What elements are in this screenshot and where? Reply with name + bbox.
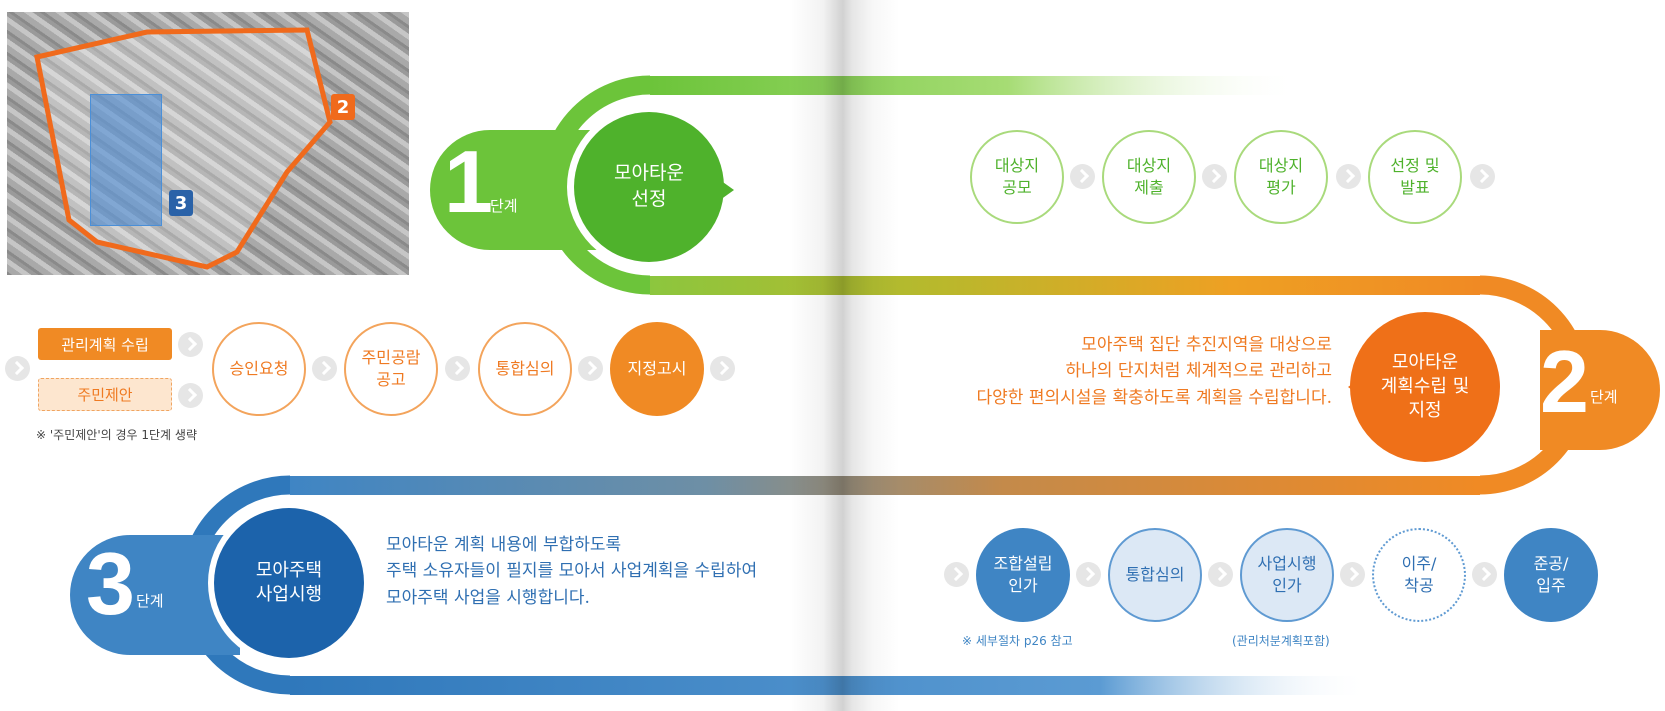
chevron-right-icon (178, 332, 203, 357)
chevron-right-icon (1470, 164, 1495, 189)
stage3-description: 모아타운 계획 내용에 부합하도록 주택 소유자들이 필지를 모아서 사업계획을… (386, 532, 846, 611)
stage2-step-line1: 주민공람 (361, 348, 421, 368)
stage3-step-circle: 통합심의 (1108, 528, 1202, 622)
stage2-step-circle-final: 지정고시 (610, 322, 704, 416)
stage1-step-line1: 대상지 (1126, 156, 1172, 176)
stage1-pill (430, 130, 600, 250)
chevron-right-icon (1076, 562, 1101, 587)
stage2-step-circle: 승인요청 (212, 322, 306, 416)
stage2-description-line: 다양한 편의시설을 확충하도록 계획을 수립합니다. (976, 387, 1332, 408)
stage3-step-line2: 입주 (1536, 576, 1566, 595)
chevron-right-icon (445, 356, 470, 381)
stage2-step-line2: 공고 (376, 370, 406, 389)
stage2-title-line2: 계획수립 및 (1380, 375, 1470, 397)
stage1-step-line2: 평가 (1266, 178, 1296, 197)
stage3-pill (70, 535, 240, 655)
stage3-step-circle: 준공/입주 (1504, 528, 1598, 622)
stage3-step-line1: 준공/ (1533, 554, 1569, 574)
highlight-zone (90, 94, 162, 226)
site-aerial-map: 2 3 (7, 12, 409, 275)
stage2-note: ※ '주민제안'의 경우 1단계 생략 (36, 428, 197, 442)
stage3-unit: 단계 (136, 592, 164, 610)
stage3-title-line2: 사업시행 (255, 584, 323, 605)
chevron-right-icon (1070, 164, 1095, 189)
stage3-description-line: 모아주택 사업을 시행합니다. (386, 587, 590, 608)
stage1-title-circle: 모아타운 선정 (574, 112, 724, 262)
stage1-title-line1: 모아타운 (614, 162, 684, 185)
stage3-step-line2: 착공 (1404, 576, 1434, 595)
stage3-number: 3 (86, 534, 135, 633)
site-boundary-outline (34, 27, 333, 270)
stage1-step-line2: 공모 (1002, 178, 1032, 197)
stage3-note-right: (관리처분계획포함) (1232, 634, 1330, 648)
stage3-step-circle: 이주/착공 (1372, 528, 1466, 622)
stage2-description-line: 하나의 단지처럼 체계적으로 관리하고 (1065, 361, 1332, 382)
stage2-step-line1: 승인요청 (229, 359, 289, 379)
chevron-right-icon (1208, 562, 1233, 587)
chevron-right-icon (1202, 164, 1227, 189)
chevron-right-icon (178, 383, 203, 408)
map-badge-3: 3 (169, 190, 193, 216)
stage3-title-line1: 모아주택 (255, 559, 323, 581)
stage3-band (290, 676, 1370, 695)
stage3-step-line1: 이주/ (1401, 554, 1437, 574)
stage2-step-line1: 통합심의 (495, 359, 555, 379)
stage3-step-line1: 통합심의 (1125, 565, 1185, 585)
stage1-step-line1: 대상지 (1258, 156, 1304, 176)
stage2-title-circle: 모아타운 계획수립 및 지정 (1350, 312, 1500, 462)
stage1-unit: 단계 (490, 197, 518, 215)
stage3-step-line2: 인가 (1008, 576, 1038, 595)
chevron-right-icon (944, 562, 969, 587)
stage3-description-line: 모아타운 계획 내용에 부합하도록 (386, 535, 622, 555)
chevron-right-icon (1336, 164, 1361, 189)
chevron-right-icon (578, 356, 603, 381)
stage3-note-left: ※ 세부절차 p26 참고 (962, 634, 1073, 648)
stage3-step-line2: 인가 (1272, 576, 1302, 595)
map-badge-2: 2 (331, 94, 355, 120)
stage2-title-line1: 모아타운 (1391, 351, 1459, 373)
stage2-unit: 단계 (1590, 388, 1618, 406)
chevron-right-icon (710, 356, 735, 381)
stage3-step-line1: 조합설립 (993, 554, 1053, 574)
chevron-right-icon (1472, 562, 1497, 587)
stage2-pill (1540, 330, 1660, 450)
chevron-right-icon (1340, 562, 1365, 587)
stage3-step-line1: 사업시행 (1257, 554, 1317, 574)
option-resident-proposal: 주민제안 (38, 378, 172, 411)
stage1-number: 1 (444, 132, 493, 231)
stage1-step-line1: 대상지 (994, 156, 1040, 176)
stage2-description: 모아주택 집단 추진지역을 대상으로 하나의 단지처럼 체계적으로 관리하고 다… (900, 332, 1332, 411)
chevron-right-icon (5, 356, 30, 381)
stage2-title-line3: 지정 (1408, 400, 1442, 422)
page-fold (790, 0, 900, 711)
stage1-step-line1: 선정 및 (1390, 156, 1440, 176)
option-management-plan: 관리계획 수립 (38, 328, 172, 360)
stage2-band (650, 276, 1480, 295)
stage1-band (650, 76, 1300, 95)
stage1-step-line2: 발표 (1400, 178, 1430, 197)
stage2-step-circle: 통합심의 (478, 322, 572, 416)
chevron-right-icon (312, 356, 337, 381)
stage1-title-line2: 선정 (631, 188, 667, 210)
stage3-upper-band (290, 476, 1480, 495)
stage3-title-circle: 모아주택 사업시행 (214, 508, 364, 658)
stage1-step-line2: 제출 (1134, 178, 1164, 197)
stage2-number: 2 (1540, 332, 1589, 431)
stage2-step-line1: 지정고시 (627, 359, 687, 379)
stage3-description-line: 주택 소유자들이 필지를 모아서 사업계획을 수립하여 (386, 561, 758, 582)
stage2-description-line: 모아주택 집단 추진지역을 대상으로 (1081, 335, 1332, 355)
